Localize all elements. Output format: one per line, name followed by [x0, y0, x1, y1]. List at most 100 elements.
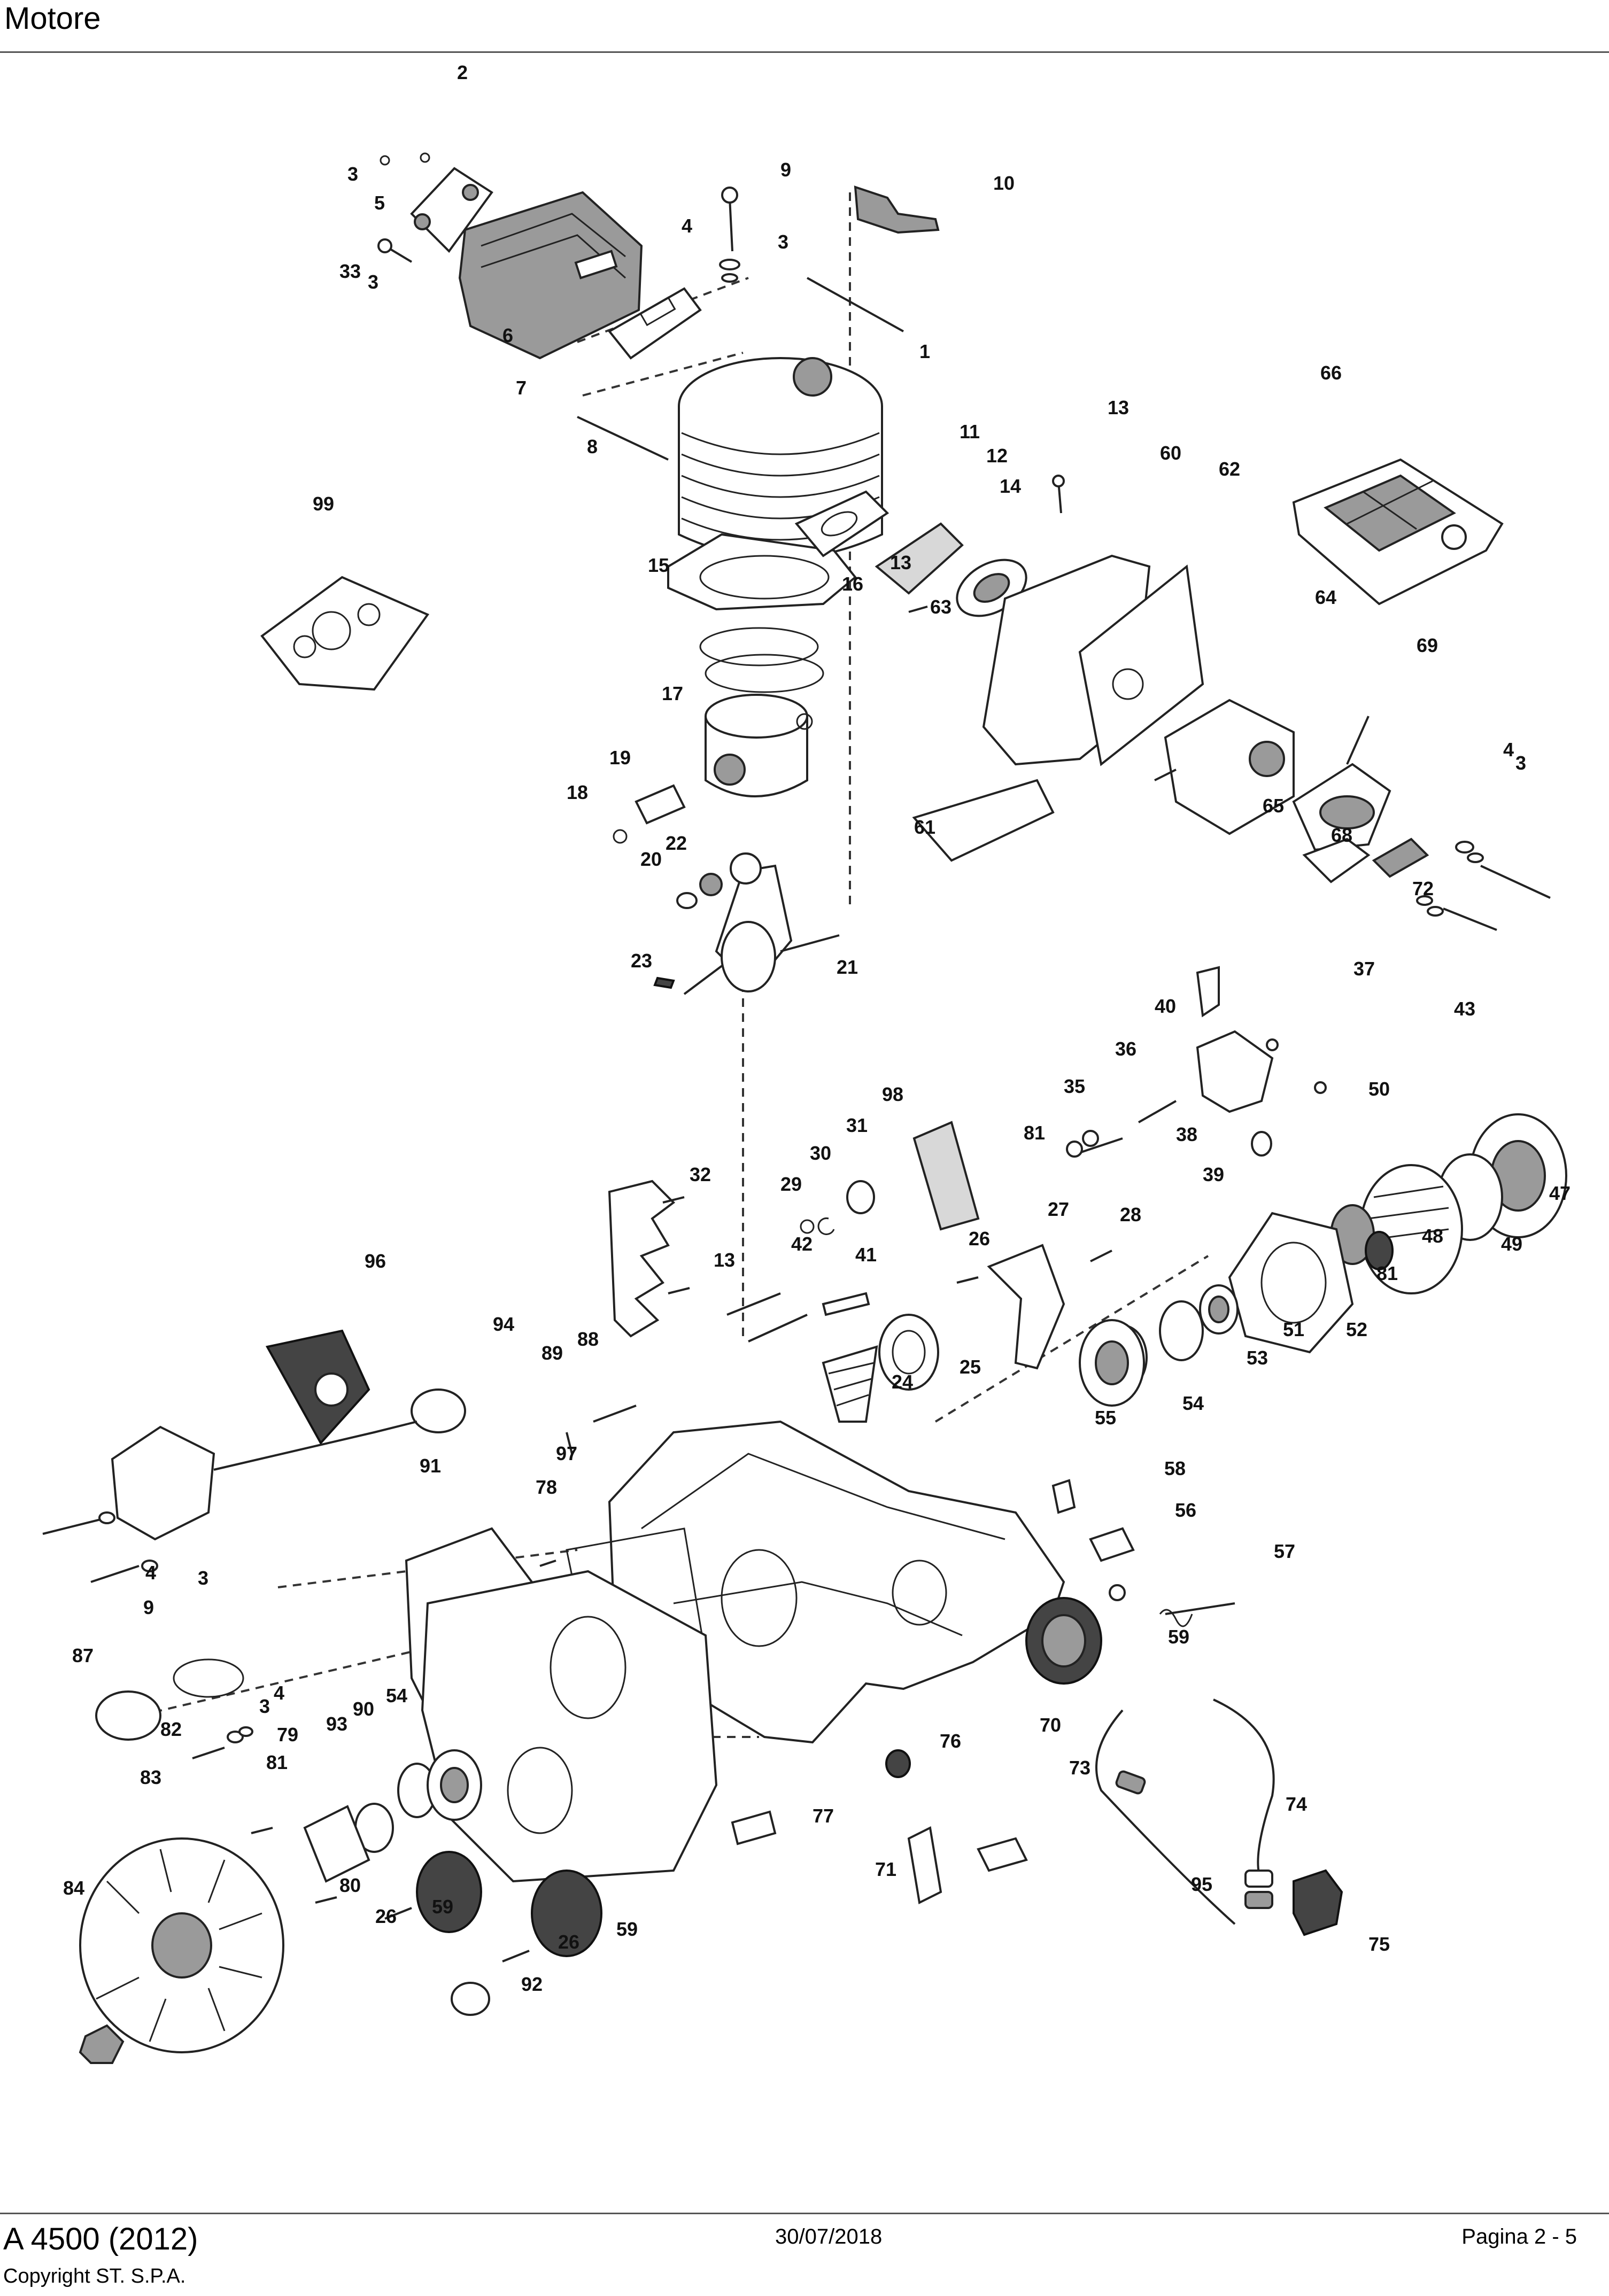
part-callout-59: 59: [1168, 1626, 1189, 1648]
part-callout-23: 23: [631, 950, 652, 972]
part-callout-13: 13: [1108, 397, 1129, 418]
part-callout-97: 97: [556, 1442, 577, 1464]
part-callout-13: 13: [890, 552, 911, 573]
part-callout-78: 78: [536, 1476, 557, 1498]
part-callout-41: 41: [855, 1244, 877, 1266]
part-callout-99: 99: [313, 493, 334, 515]
page-number: Pagina 2 - 5: [1461, 2225, 1577, 2248]
part-callout-74: 74: [1286, 1793, 1307, 1815]
part-callout-64: 64: [1315, 586, 1336, 608]
part-callout-40: 40: [1155, 995, 1176, 1017]
part-callout-39: 39: [1203, 1163, 1224, 1185]
part-callout-6: 6: [502, 324, 513, 346]
part-callout-14: 14: [1000, 475, 1021, 497]
part-callout-30: 30: [810, 1142, 831, 1164]
page-title: Motore: [4, 1, 101, 36]
part-callout-54: 54: [1182, 1392, 1204, 1414]
parts-drawing: [42, 152, 1567, 2064]
part-callout-89: 89: [542, 1342, 563, 1364]
copyright-text: Copyright ST. S.P.A.: [3, 2265, 186, 2287]
part-callout-28: 28: [1120, 1204, 1141, 1225]
part-callout-20: 20: [640, 848, 662, 870]
part-callout-38: 38: [1176, 1123, 1197, 1145]
part-callout-81: 81: [1376, 1262, 1398, 1284]
part-callout-29: 29: [780, 1173, 802, 1195]
part-callout-24: 24: [892, 1371, 913, 1393]
part-callout-18: 18: [567, 781, 588, 803]
part-callout-51: 51: [1283, 1318, 1304, 1340]
part-callout-90: 90: [353, 1698, 374, 1720]
part-callout-12: 12: [986, 445, 1008, 467]
part-callout-49: 49: [1501, 1233, 1522, 1255]
part-callout-7: 7: [516, 377, 527, 399]
print-date: 30/07/2018: [775, 2225, 883, 2248]
part-callout-47: 47: [1549, 1182, 1571, 1204]
part-callout-82: 82: [160, 1718, 182, 1740]
part-callout-8: 8: [587, 436, 598, 457]
part-callout-55: 55: [1095, 1407, 1116, 1429]
part-callout-69: 69: [1417, 634, 1438, 656]
part-callout-50: 50: [1368, 1078, 1390, 1100]
part-callout-75: 75: [1368, 1933, 1390, 1955]
part-callout-70: 70: [1040, 1714, 1061, 1736]
part-callout-4: 4: [274, 1682, 284, 1704]
part-callout-26: 26: [558, 1931, 579, 1953]
part-callout-58: 58: [1164, 1457, 1186, 1479]
part-callout-94: 94: [493, 1313, 514, 1335]
part-callout-43: 43: [1454, 998, 1475, 1020]
part-callout-65: 65: [1263, 795, 1284, 817]
part-callout-4: 4: [145, 1562, 156, 1584]
model-name: A 4500 (2012): [3, 2222, 198, 2256]
part-callout-91: 91: [420, 1455, 441, 1477]
part-callout-22: 22: [666, 832, 687, 854]
part-callout-87: 87: [72, 1645, 94, 1666]
part-callout-95: 95: [1191, 1873, 1212, 1895]
part-callout-88: 88: [577, 1328, 599, 1350]
part-callout-3: 3: [778, 231, 788, 253]
part-callout-53: 53: [1247, 1347, 1268, 1369]
part-callout-93: 93: [326, 1713, 347, 1735]
part-callout-63: 63: [930, 596, 952, 618]
part-callout-15: 15: [648, 554, 669, 576]
part-callout-31: 31: [846, 1114, 868, 1136]
part-callout-81: 81: [266, 1751, 288, 1773]
part-callout-4: 4: [1503, 739, 1514, 761]
part-callout-36: 36: [1115, 1038, 1136, 1060]
part-callout-42: 42: [791, 1233, 813, 1255]
footer-divider: [0, 2213, 1609, 2214]
part-callout-56: 56: [1175, 1499, 1196, 1521]
part-callout-84: 84: [63, 1877, 84, 1899]
part-callout-11: 11: [960, 421, 980, 443]
part-callout-80: 80: [339, 1874, 361, 1896]
part-callout-81: 81: [1024, 1122, 1045, 1144]
part-callout-96: 96: [365, 1250, 386, 1272]
part-callout-3: 3: [368, 271, 378, 293]
part-callout-17: 17: [662, 682, 683, 704]
part-callout-59: 59: [432, 1896, 453, 1918]
part-callout-83: 83: [140, 1766, 161, 1788]
part-callout-10: 10: [993, 172, 1015, 194]
part-callout-27: 27: [1048, 1198, 1069, 1220]
part-callout-71: 71: [875, 1858, 896, 1880]
part-callout-92: 92: [521, 1973, 543, 1995]
part-callout-2: 2: [457, 61, 468, 83]
part-callout-59: 59: [616, 1918, 638, 1940]
part-callout-32: 32: [690, 1163, 711, 1185]
part-callout-61: 61: [914, 816, 935, 838]
part-callout-26: 26: [969, 1228, 990, 1250]
part-callout-98: 98: [882, 1083, 903, 1105]
part-callout-60: 60: [1160, 442, 1181, 464]
part-callout-1: 1: [919, 340, 930, 362]
part-callout-52: 52: [1346, 1318, 1367, 1340]
part-callout-35: 35: [1064, 1075, 1085, 1097]
part-callout-9: 9: [780, 159, 791, 181]
part-callout-48: 48: [1422, 1225, 1443, 1247]
part-callout-57: 57: [1274, 1540, 1295, 1562]
part-callout-77: 77: [813, 1805, 834, 1827]
part-callout-62: 62: [1219, 458, 1240, 480]
part-callout-13: 13: [714, 1249, 735, 1271]
part-callout-19: 19: [609, 747, 631, 769]
part-callout-16: 16: [842, 573, 863, 595]
part-callout-54: 54: [386, 1685, 407, 1707]
